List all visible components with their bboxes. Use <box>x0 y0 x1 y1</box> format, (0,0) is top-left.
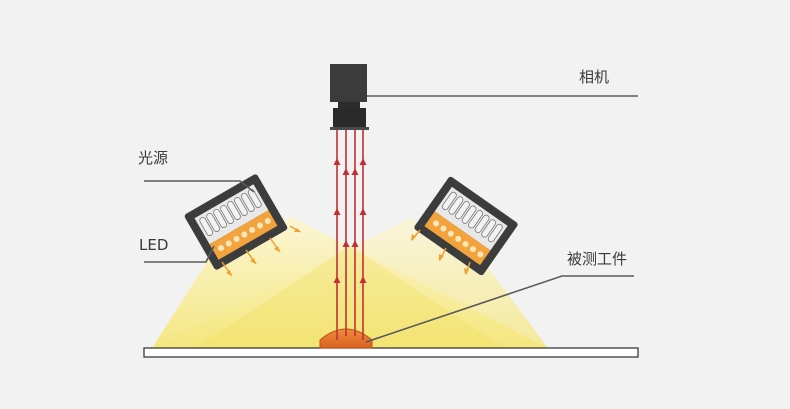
led-label: LED <box>139 236 169 254</box>
optical-rays <box>333 130 367 340</box>
workpiece-leader <box>365 275 634 343</box>
light-source-label: 光源 <box>138 149 169 167</box>
light-source-leader <box>144 180 255 193</box>
emission-arrows <box>221 225 471 277</box>
led-leader <box>144 245 215 263</box>
beam-overlap <box>195 246 505 348</box>
leader-lines <box>144 95 638 343</box>
inspection-stage <box>143 347 639 358</box>
left-light-source <box>184 174 288 270</box>
camera-label: 相机 <box>579 68 610 86</box>
camera-icon <box>330 64 369 130</box>
workpiece-label: 被测工件 <box>567 250 628 268</box>
right-light-source <box>414 176 518 276</box>
